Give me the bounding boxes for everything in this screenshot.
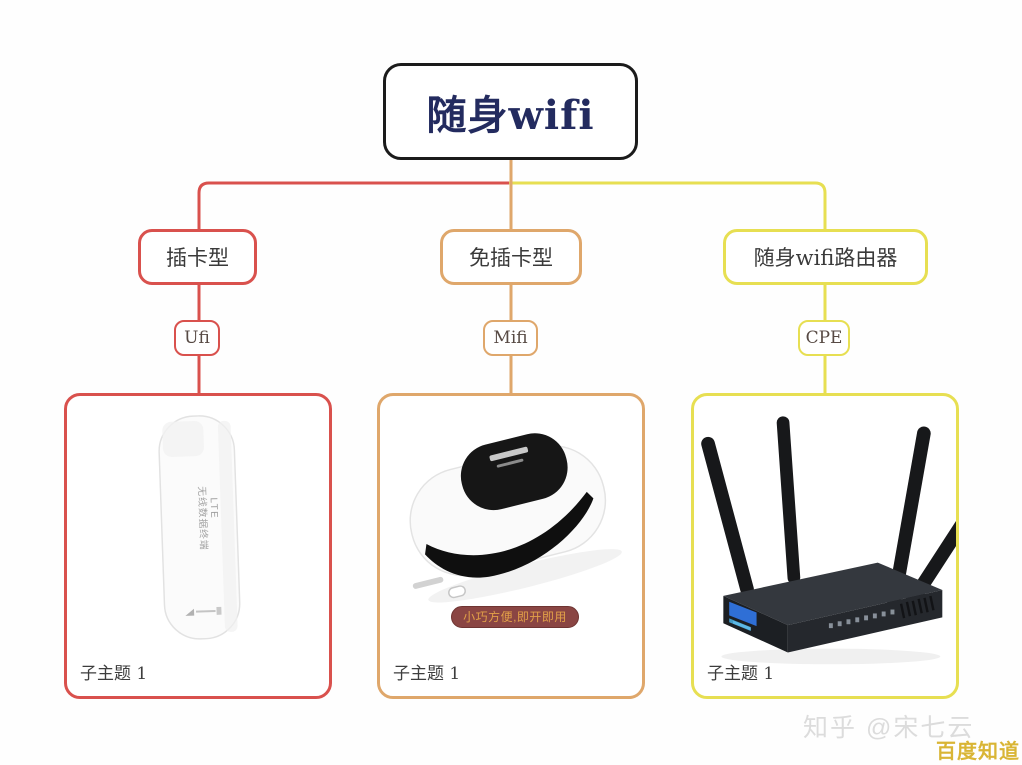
branch-wifi-router-label: 随身wifi路由器 <box>753 246 898 270</box>
zhihu-watermark: 知乎 @宋七云 <box>803 714 975 742</box>
branch-card-type[interactable]: 插卡型 <box>138 229 257 285</box>
cpe-router-image <box>701 416 956 665</box>
dongle-text-model: 无线数据终端 <box>195 486 210 551</box>
connector-root-to-card <box>197 181 513 229</box>
tag-cpe[interactable]: CPE <box>798 320 850 356</box>
tag-mifi-label: Mifi <box>493 328 528 348</box>
tag-ufi-label: Ufi <box>184 328 210 348</box>
branch-card-type-label: 插卡型 <box>166 246 229 270</box>
mifi-slogan-badge: 小巧方便,即开即用 <box>451 606 579 628</box>
subtopic-label: 子主题 1 <box>707 664 775 684</box>
connector-root-to-router <box>509 181 827 229</box>
subtopic-label: 子主题 1 <box>393 664 461 684</box>
subtopic-card-ufi[interactable]: LTE 无线数据终端 子主题 1 <box>64 393 332 699</box>
branch-wifi-router[interactable]: 随身wifi路由器 <box>723 229 928 285</box>
tag-ufi[interactable]: Ufi <box>174 320 220 356</box>
dongle-text-lte: LTE <box>208 497 220 519</box>
subtopic-card-cpe[interactable]: 子主题 1 <box>691 393 959 699</box>
subtopic-label: 子主题 1 <box>80 664 148 684</box>
root-topic-label: 随身wifi <box>426 91 595 139</box>
mifi-device-image <box>409 433 622 603</box>
usb-dongle-image: LTE 无线数据终端 <box>158 415 241 640</box>
subtopic-card-mifi[interactable]: 小巧方便,即开即用 子主题 1 <box>377 393 645 699</box>
baidu-zhidao-watermark: 百度知道 <box>936 741 1020 763</box>
root-topic[interactable]: 随身wifi <box>383 63 638 160</box>
branch-no-card-type-label: 免插卡型 <box>469 246 553 270</box>
tag-mifi[interactable]: Mifi <box>483 320 538 356</box>
branch-no-card-type[interactable]: 免插卡型 <box>440 229 582 285</box>
tag-cpe-label: CPE <box>805 328 843 348</box>
